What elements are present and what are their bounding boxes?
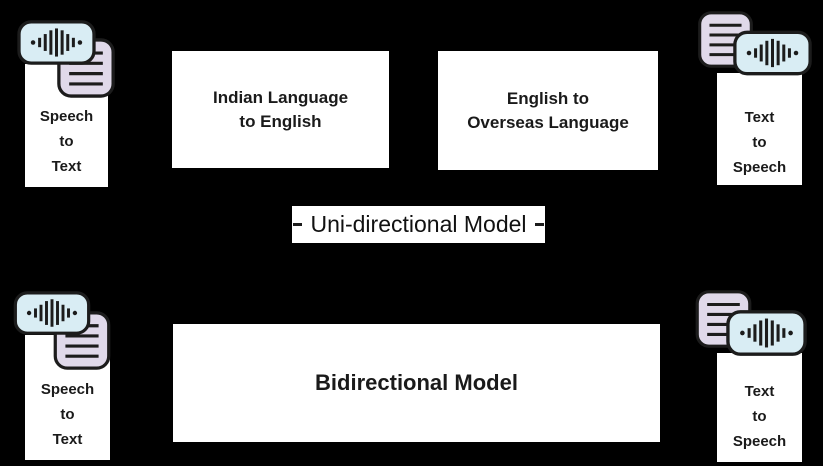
- speech-waveform-icon: [13, 291, 91, 335]
- text-to-speech-label-line: Text: [744, 109, 775, 126]
- speech-to-text-label-line: Speech: [40, 381, 95, 398]
- speech-to-text-label-line: Text: [51, 158, 82, 175]
- caption-right-line: [535, 223, 544, 226]
- speech-waveform-icon: [733, 28, 812, 78]
- indian-to-english-label-line2: to English: [239, 111, 322, 131]
- caption-left-line: [293, 223, 302, 226]
- english-to-overseas-label-line2: Overseas Language: [467, 112, 629, 132]
- text-to-speech-box: Text to Speech: [717, 73, 802, 185]
- english-to-overseas-box: English to Overseas Language: [438, 51, 658, 170]
- speech-to-text-label-line: Speech: [39, 108, 94, 125]
- speech-waveform-icon: [726, 308, 807, 358]
- text-to-speech-label-line: Text: [744, 383, 775, 400]
- text-to-speech-label-line: to: [752, 134, 767, 151]
- indian-to-english-box: Indian Language to English: [172, 51, 389, 168]
- unidirectional-caption: Uni-directional Model: [292, 206, 545, 243]
- text-to-speech-label-line: Speech: [732, 159, 787, 176]
- speech-to-text-label-line: to: [60, 406, 75, 423]
- text-to-speech-label-line: Speech: [732, 433, 787, 450]
- english-to-overseas-label-line1: English to: [506, 88, 590, 108]
- text-to-speech-label-line: to: [752, 408, 767, 425]
- bidirectional-model-box: Bidirectional Model: [173, 324, 660, 442]
- speech-to-text-label-line: Text: [52, 431, 83, 448]
- unidirectional-caption-text: Uni-directional Model: [310, 211, 527, 237]
- speech-to-text-label-line: to: [59, 133, 74, 150]
- bidirectional-model-label: Bidirectional Model: [315, 370, 518, 395]
- text-to-speech-box: Text to Speech: [717, 353, 802, 462]
- speech-waveform-icon: [16, 20, 97, 65]
- indian-to-english-label-line1: Indian Language: [212, 87, 349, 107]
